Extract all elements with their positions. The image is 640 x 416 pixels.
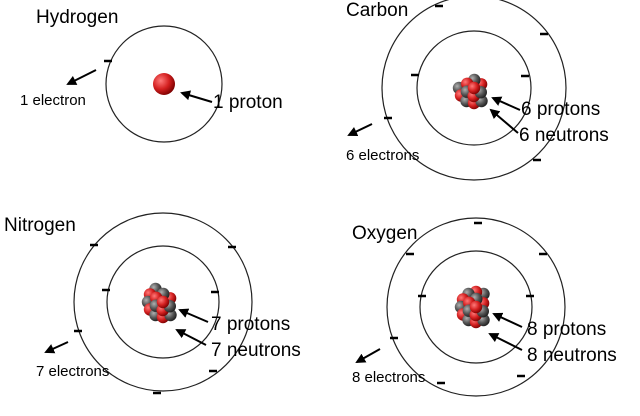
orbit-shell-2	[73, 212, 253, 392]
orbit-shell-1	[419, 250, 533, 364]
orbit-shell-2	[381, 0, 567, 181]
neutron-pointer-arrow	[175, 329, 207, 346]
orbit-shell-1	[106, 245, 220, 359]
proton-pointer-arrow	[180, 90, 213, 103]
proton-particle	[156, 295, 170, 309]
atom-carbon	[347, 0, 567, 181]
proton-count-label-carbon: 6 protons	[521, 99, 601, 120]
electron-pointer-arrow	[44, 341, 69, 354]
nucleus-carbon	[452, 73, 488, 110]
electron-count-label-oxygen: 8 electrons	[352, 369, 426, 386]
orbit-shell-2	[386, 217, 566, 397]
orbit-shell-1	[416, 30, 532, 146]
electron-pointer-arrow	[355, 348, 381, 363]
electron-pointer-arrow	[347, 123, 373, 137]
proton-particle	[467, 81, 481, 95]
proton-count-label-nitrogen: 7 protons	[211, 314, 291, 335]
nucleus-oxygen	[454, 285, 490, 329]
proton-count-label-hydrogen: 1 proton	[213, 92, 283, 113]
atom-oxygen	[355, 217, 566, 397]
proton-particle	[153, 73, 175, 95]
neutron-pointer-arrow	[489, 108, 519, 134]
nucleus-nitrogen	[141, 282, 177, 324]
proton-pointer-arrow	[178, 308, 209, 323]
nucleus-hydrogen	[153, 73, 175, 95]
atom-hydrogen	[66, 25, 223, 143]
atom-title-oxygen: Oxygen	[352, 223, 418, 244]
proton-pointer-arrow	[492, 312, 523, 328]
proton-particle	[469, 300, 483, 314]
atom-title-nitrogen: Nitrogen	[4, 215, 76, 236]
neutron-count-label-nitrogen: 7 neutrons	[211, 340, 301, 361]
neutron-count-label-carbon: 6 neutrons	[519, 125, 609, 146]
proton-pointer-arrow	[491, 96, 521, 111]
atom-title-carbon: Carbon	[346, 0, 409, 21]
atom-nitrogen	[44, 212, 253, 395]
electron-count-label-hydrogen: 1 electron	[20, 92, 86, 109]
electron-pointer-arrow	[66, 69, 97, 85]
electron-count-label-carbon: 6 electrons	[346, 147, 420, 164]
atom-title-hydrogen: Hydrogen	[36, 7, 119, 28]
orbit-shell-1	[105, 25, 223, 143]
electron-count-label-nitrogen: 7 electrons	[36, 363, 110, 380]
proton-count-label-oxygen: 8 protons	[527, 319, 607, 340]
neutron-count-label-oxygen: 8 neutrons	[527, 345, 617, 366]
neutron-pointer-arrow	[488, 333, 523, 351]
